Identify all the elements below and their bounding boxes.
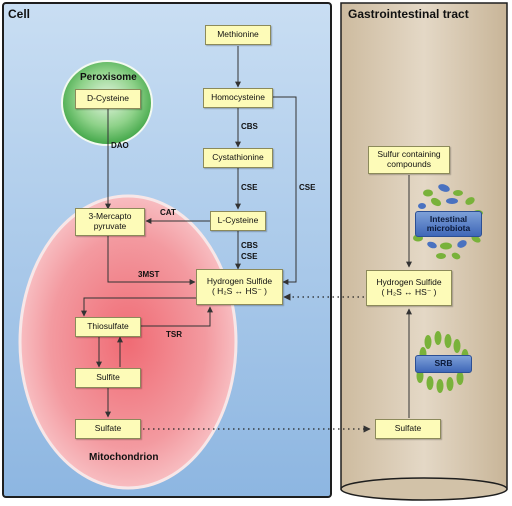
enzyme-dao: DAO — [111, 141, 129, 150]
enzyme-cse-2: CSE — [241, 252, 258, 261]
node-methionine: Methionine — [205, 25, 271, 45]
cell-panel-title: Cell — [8, 7, 31, 21]
arrow-h2s-thiosulfate — [81, 297, 201, 317]
enzyme-cbs-2: CBS — [241, 241, 258, 250]
arrow-thiosulfate-h2s — [140, 306, 213, 327]
enzyme-cse-side: CSE — [299, 183, 316, 192]
gi-tract-base — [340, 477, 508, 501]
peroxisome-label: Peroxisome — [80, 72, 137, 83]
node-homocysteine: Homocysteine — [203, 88, 273, 108]
node-cystathionine: Cystathionine — [203, 148, 273, 168]
enzyme-3mst: 3MST — [138, 270, 160, 279]
node-sulfite: Sulfite — [75, 368, 141, 388]
gi-panel-title: Gastrointestinal tract — [348, 7, 469, 21]
enzyme-cbs-1: CBS — [241, 122, 258, 131]
node-sulfur-containing-compounds: Sulfur containing compounds — [368, 146, 450, 174]
srb-label: SRB — [415, 355, 472, 373]
node-3-mercaptopyruvate: 3-Mercapto pyruvate — [75, 208, 145, 236]
node-hydrogen-sulfide-gi: Hydrogen Sulfide ( H₂S ↔ HS⁻ ) — [366, 270, 452, 306]
node-hydrogen-sulfide-cell: Hydrogen Sulfide ( H₂S ↔ HS⁻ ) — [196, 269, 283, 305]
intestinal-microbiota-label: Intestinal microbiota — [415, 211, 482, 237]
node-sulfate-gi: Sulfate — [375, 419, 441, 439]
node-sulfate-cell: Sulfate — [75, 419, 141, 439]
arrow-homocysteine-h2s — [272, 96, 297, 285]
node-thiosulfate: Thiosulfate — [75, 317, 141, 337]
node-d-cysteine: D-Cysteine — [75, 89, 141, 109]
enzyme-tsr: TSR — [166, 330, 182, 339]
mitochondrion-label: Mitochondrion — [89, 452, 159, 463]
mitochondrion-shape — [18, 194, 238, 490]
enzyme-cat: CAT — [160, 208, 176, 217]
arrow-mercaptopyruvate-h2s — [107, 235, 196, 285]
enzyme-cse-1: CSE — [241, 183, 258, 192]
node-l-cysteine: L-Cysteine — [210, 211, 266, 231]
gi-tract-panel — [340, 2, 508, 490]
